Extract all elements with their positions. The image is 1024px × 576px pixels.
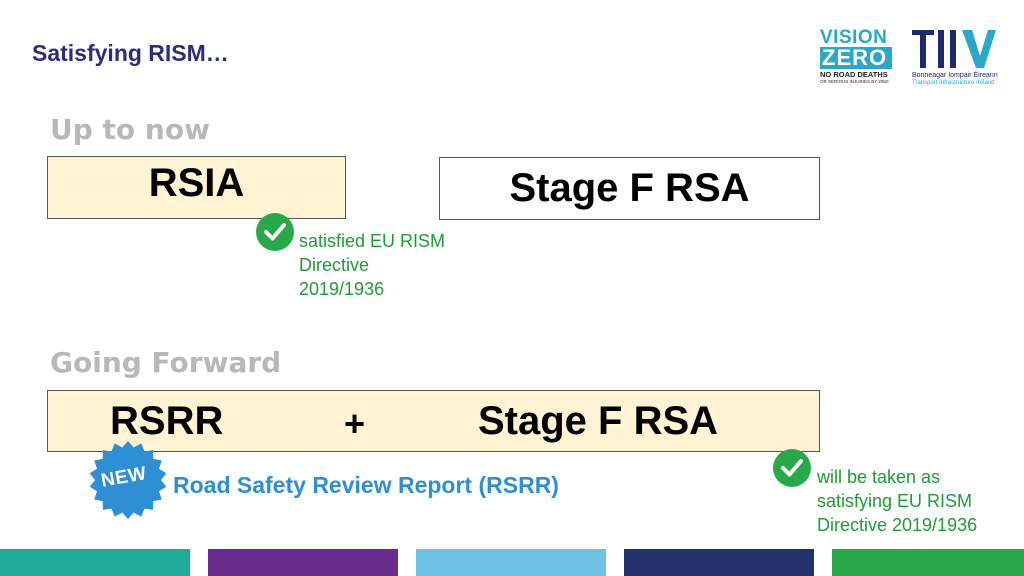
tii-irish-name: Bonneagar Iompair Éireann	[912, 72, 998, 79]
vision-zero-logo: VISION ZERO NO ROAD DEATHS OR SERIOUS IN…	[820, 28, 892, 86]
new-badge: NEW	[87, 440, 169, 520]
footer-bar-navy	[624, 549, 814, 576]
stage-f-rsa-forward-label: Stage F RSA	[478, 399, 719, 443]
footer-bar-teal	[0, 549, 190, 576]
section-label-going-forward: Going Forward	[50, 346, 282, 379]
stage-f-rsa-label: Stage F RSA	[509, 166, 750, 210]
plus-operator: +	[344, 403, 366, 444]
going-forward-box: RSRR + Stage F RSA	[47, 390, 820, 452]
rism-future-note: will be taken as satisfying EU RISM Dire…	[817, 467, 978, 535]
stage-f-rsa-box: Stage F RSA	[439, 157, 820, 220]
footer-bar-purple	[208, 549, 398, 576]
tii-logo-mark-icon	[912, 30, 996, 68]
tii-logo: Bonneagar Iompair Éireann Transport Infr…	[910, 26, 1002, 86]
rism-satisfied-note: satisfied EU RISM Directive 2019/1936	[299, 231, 446, 299]
check-circle-icon	[773, 449, 811, 487]
vision-zero-tagline: NO ROAD DEATHS	[820, 70, 888, 79]
footer-bar-light-blue	[416, 549, 606, 576]
vision-zero-logo-line1: VISION	[820, 27, 888, 48]
section-label-up-to-now: Up to now	[50, 113, 210, 146]
vision-zero-logo-line2: ZERO	[820, 47, 892, 69]
rsrr-label: RSRR	[110, 399, 224, 443]
slide-title: Satisfying RISM…	[32, 40, 229, 66]
check-circle-icon	[256, 213, 294, 251]
tii-english-name: Transport Infrastructure Ireland	[912, 80, 995, 86]
rsia-label: RSIA	[148, 161, 245, 205]
rsrr-description: Road Safety Review Report (RSRR)	[173, 472, 559, 498]
vision-zero-subtagline: OR SERIOUS INJURIES BY 2050	[820, 79, 889, 84]
new-starburst-icon	[89, 441, 167, 519]
footer-bar-green	[832, 549, 1024, 576]
rsia-box: RSIA	[47, 156, 346, 219]
